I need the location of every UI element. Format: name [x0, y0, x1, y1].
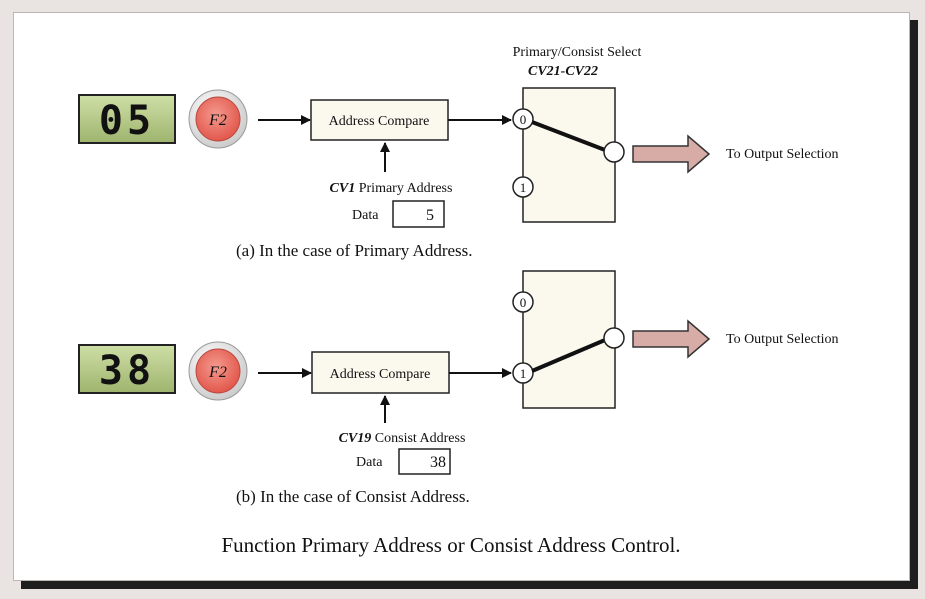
switch-output-node-b [603, 327, 625, 349]
panel-a: 05 F2 Address Compare CV1 Primary Addres… [78, 87, 839, 260]
cv-label-a: CV1 Primary Address [330, 181, 453, 196]
caption-b: (b) In the case of Consist Address. [236, 487, 470, 506]
select-title: Primary/Consist Select [513, 45, 642, 60]
address-compare-b-label: Address Compare [330, 367, 431, 382]
display-b [78, 344, 176, 394]
port-0-a [512, 108, 534, 130]
f2-button-b-label: F2 [208, 364, 227, 381]
data-label-a: Data [352, 208, 379, 223]
cv-label-b: CV19 Consist Address [339, 431, 466, 446]
display-a-value: 05 [99, 98, 155, 144]
switch-box-a [522, 87, 616, 223]
output-label-b: To Output Selection [726, 332, 839, 347]
data-label-b: Data [356, 455, 383, 470]
switch-output-node-a [603, 141, 625, 163]
port-1-b [512, 362, 534, 384]
port-1-b-label: 1 [520, 366, 527, 381]
address-compare-a-label: Address Compare [329, 114, 430, 129]
port-0-b [512, 291, 534, 313]
port-0-b-label: 0 [520, 295, 527, 310]
port-1-a-label: 1 [520, 180, 527, 195]
display-b-value: 38 [99, 348, 155, 394]
address-compare-a [310, 99, 449, 141]
output-arrow-b [632, 319, 711, 359]
f2-button-a[interactable] [195, 96, 241, 142]
output-label-a: To Output Selection [726, 147, 839, 162]
port-0-a-label: 0 [520, 112, 527, 127]
select-cv-label: CV21-CV22 [528, 64, 598, 79]
panel-b: 38 F2 Address Compare CV19 Consist Addre… [78, 270, 839, 506]
figure-title: Function Primary Address or Consist Addr… [221, 533, 680, 557]
caption-a: (a) In the case of Primary Address. [236, 241, 473, 260]
port-1-a [512, 176, 534, 198]
switch-box-b [522, 270, 616, 409]
data-value-a: 5 [426, 207, 434, 224]
switch-lever-b [531, 338, 606, 373]
data-box-b [398, 448, 451, 475]
display-a [78, 94, 176, 144]
data-box-a [392, 200, 445, 228]
address-compare-b [311, 351, 450, 394]
f2-button-a-label: F2 [208, 112, 227, 129]
data-value-b: 38 [430, 454, 446, 471]
switch-lever-a [531, 120, 606, 152]
output-arrow-a [632, 134, 711, 174]
f2-button-b[interactable] [195, 348, 241, 394]
